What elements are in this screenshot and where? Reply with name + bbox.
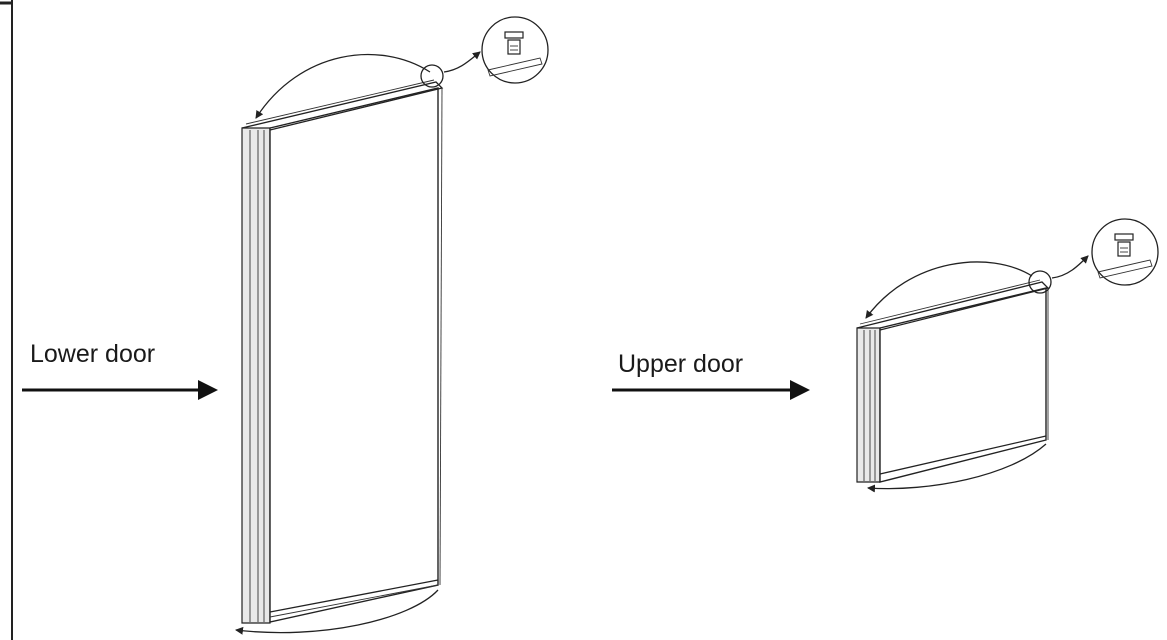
upper-door-bottom-rim — [879, 435, 1047, 475]
lower-door-group — [235, 16, 549, 635]
upper-door-top-swing-arrow — [865, 261, 1033, 319]
upper-door-top-rim — [856, 281, 1050, 331]
lower-door-hinge-circle — [420, 64, 444, 88]
upper-door-edge — [856, 327, 881, 483]
upper-door-group — [856, 218, 1159, 493]
upper-door-hinge-detail — [1091, 218, 1159, 286]
lower-door-bottom-swing-arrow — [235, 589, 439, 635]
upper-door-label: Upper door — [618, 350, 743, 378]
lower-door-callout-arrow — [443, 51, 481, 73]
lower-door-hinge-detail — [481, 16, 549, 84]
lower-door-panel — [269, 87, 439, 623]
upper-door-bottom-swing-arrow — [867, 443, 1047, 493]
upper-door-hinge-circle — [1028, 270, 1052, 294]
upper-door-panel — [879, 287, 1047, 483]
lower-door-bottom-rim — [269, 579, 439, 613]
lower-door-label: Lower door — [30, 340, 155, 368]
upper-door-callout-arrow — [1051, 255, 1089, 279]
lower-door-top-swing-arrow — [255, 53, 431, 119]
lower-door-edge — [241, 127, 271, 624]
